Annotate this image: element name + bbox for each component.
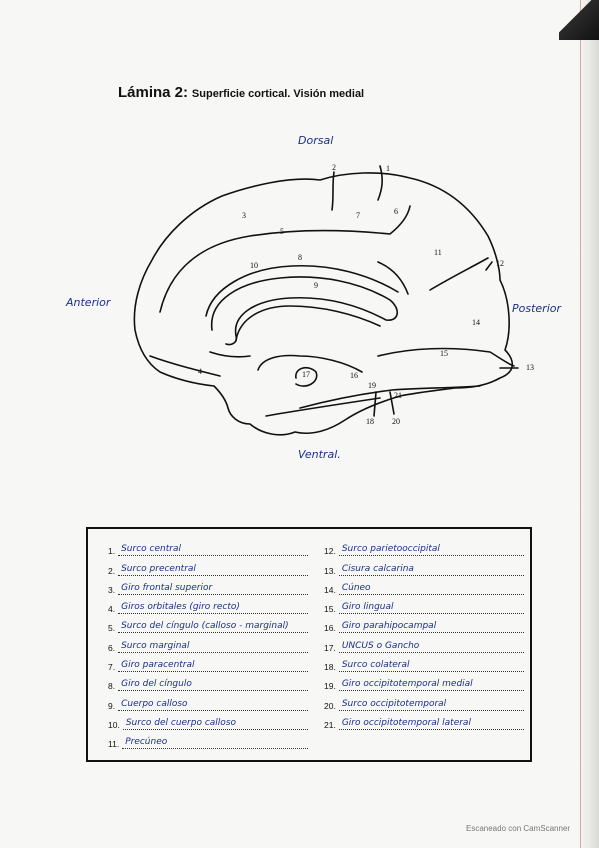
label-posterior: Posterior bbox=[512, 302, 562, 315]
legend-item: 18.Surco colateral bbox=[324, 653, 524, 673]
num-19: 19 bbox=[368, 381, 376, 390]
num-18: 18 bbox=[366, 417, 374, 426]
num-7: 7 bbox=[356, 211, 360, 220]
legend-item: 13.Cisura calcarina bbox=[324, 556, 524, 576]
legend-box: 1.Surco central 2.Surco precentral 3.Gir… bbox=[86, 527, 532, 762]
legend-item: 4.Giros orbitales (giro recto) bbox=[108, 595, 308, 615]
legend-item: 19.Giro occipitotemporal medial bbox=[324, 672, 524, 692]
num-2: 2 bbox=[332, 163, 336, 172]
legend-item: 7.Giro paracentral bbox=[108, 653, 308, 673]
num-20: 20 bbox=[392, 417, 400, 426]
num-4: 4 bbox=[198, 367, 202, 376]
legend-item: 12.Surco parietooccipital bbox=[324, 537, 524, 557]
legend-item: 15.Giro lingual bbox=[324, 595, 524, 615]
legend-column-left: 1.Surco central 2.Surco precentral 3.Gir… bbox=[108, 537, 308, 750]
genu-curve bbox=[209, 351, 251, 358]
num-10: 10 bbox=[250, 261, 258, 270]
parahippocampal-edge bbox=[257, 354, 363, 373]
legend-item: 20.Surco occipitotemporal bbox=[324, 691, 524, 711]
parietooccipital-sulcus bbox=[429, 257, 489, 291]
pointer-18 bbox=[373, 391, 377, 417]
legend-item: 5.Surco del cíngulo (calloso - marginal) bbox=[108, 614, 308, 634]
corpus-callosum-outer bbox=[210, 276, 398, 346]
num-17: 17 bbox=[302, 370, 310, 379]
legend-column-right: 12.Surco parietooccipital 13.Cisura calc… bbox=[324, 537, 524, 730]
title-main: Lámina 2: bbox=[118, 84, 189, 101]
title-sub: Superficie cortical. Visión medial bbox=[191, 88, 365, 100]
legend-item: 10.Surco del cuerpo calloso bbox=[108, 711, 308, 730]
legend-item: 17.UNCUS o Gancho bbox=[324, 633, 524, 653]
num-13: 13 bbox=[526, 363, 534, 372]
uncus-hook bbox=[295, 366, 318, 387]
legend-item: 16.Giro parahipocampal bbox=[324, 614, 524, 634]
callosal-sulcus bbox=[205, 264, 399, 317]
num-3: 3 bbox=[242, 211, 246, 220]
orbital-sulcus bbox=[149, 355, 221, 377]
num-11: 11 bbox=[434, 248, 442, 257]
legend-item: 14.Cúneo bbox=[324, 576, 524, 595]
num-16: 16 bbox=[350, 371, 358, 380]
collateral-sulcus bbox=[299, 385, 481, 409]
legend-item: 3.Giro frontal superior bbox=[108, 576, 308, 595]
legend-item: 9.Cuerpo calloso bbox=[108, 691, 308, 711]
brain-outline bbox=[133, 172, 514, 436]
num-8: 8 bbox=[298, 253, 302, 262]
num-12: 12 bbox=[496, 259, 504, 268]
num-14: 14 bbox=[472, 318, 480, 327]
corpus-callosum-inner bbox=[235, 305, 381, 341]
legend-item: 2.Surco precentral bbox=[108, 556, 308, 576]
num-21: 21 bbox=[394, 391, 402, 400]
scanner-watermark: Escaneado con CamScanner bbox=[466, 824, 571, 833]
legend-item: 11.Precúneo bbox=[108, 730, 308, 750]
num-9: 9 bbox=[314, 281, 318, 290]
occipitotemporal-sulcus bbox=[265, 397, 381, 417]
label-ventral: Ventral. bbox=[298, 448, 341, 461]
page-margin-line bbox=[580, 0, 581, 848]
page-edge-shadow bbox=[577, 0, 599, 848]
precuneus-sulcus bbox=[377, 261, 409, 295]
num-15: 15 bbox=[440, 349, 448, 358]
legend-item: 21.Giro occipitotemporal lateral bbox=[324, 711, 524, 730]
num-5: 5 bbox=[280, 227, 284, 236]
cingulate-sulcus bbox=[159, 205, 411, 313]
legend-item: 6.Surco marginal bbox=[108, 633, 308, 653]
scan-corner bbox=[559, 0, 599, 40]
pointer-20 bbox=[389, 391, 395, 415]
pointer-12 bbox=[485, 261, 493, 271]
num-6: 6 bbox=[394, 207, 398, 216]
central-sulcus bbox=[377, 165, 383, 201]
label-dorsal: Dorsal bbox=[298, 134, 334, 147]
legend-item: 8.Giro del cíngulo bbox=[108, 672, 308, 692]
precentral-sulcus bbox=[331, 171, 335, 211]
num-1: 1 bbox=[386, 164, 390, 173]
label-anterior: Anterior bbox=[66, 296, 111, 309]
page-title: Lámina 2: Superficie cortical. Visión me… bbox=[118, 84, 364, 101]
calcarine-fissure bbox=[377, 347, 515, 367]
legend-item: 1.Surco central bbox=[108, 537, 308, 557]
